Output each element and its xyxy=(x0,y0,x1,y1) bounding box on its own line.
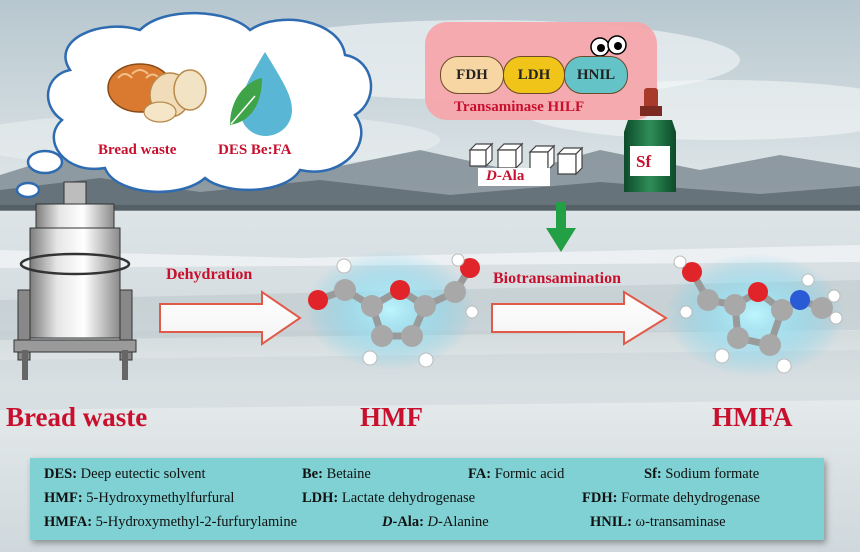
bread-waste-bubble-label: Bread waste xyxy=(98,142,177,158)
hmf-molecule xyxy=(305,250,480,370)
legend-sf: Sf: Sodium formate xyxy=(644,466,760,482)
reactor-icon xyxy=(13,181,137,380)
thought-bubble xyxy=(15,11,373,199)
hmfa-molecule xyxy=(665,253,845,377)
hnil-eyes-icon xyxy=(590,35,627,57)
des-droplet-icon xyxy=(230,52,292,136)
bread-icon xyxy=(107,63,207,123)
ldh-enzyme-pill: LDH xyxy=(503,56,565,94)
legend-fa: FA: Formic acid xyxy=(468,466,565,482)
transaminase-caption: Transaminase HILF xyxy=(454,99,585,115)
legend-des: DES: Deep eutectic solvent xyxy=(44,466,206,482)
dala-cubes-icon xyxy=(468,142,584,186)
legend-dala: D-Ala: D-Alanine xyxy=(382,514,489,530)
bread-waste-title: Bread waste xyxy=(6,402,148,432)
abbreviation-legend: DES: Deep eutectic solvent Be: Betaine F… xyxy=(30,458,824,540)
legend-fdh: FDH: Formate dehydrogenase xyxy=(582,490,760,506)
des-label: DES Be:FA xyxy=(218,142,292,158)
biotransamination-label: Biotransamination xyxy=(493,270,622,287)
hnil-enzyme-pill: HNIL xyxy=(564,56,628,94)
biotransamination-arrow xyxy=(491,290,668,346)
green-down-arrow-icon xyxy=(546,202,576,252)
legend-be: Be: Betaine xyxy=(302,466,371,482)
legend-hmfa: HMFA: 5-Hydroxymethyl-2-furfurylamine xyxy=(44,514,298,530)
legend-hnil: HNIL: ω-transaminase xyxy=(590,514,726,530)
fdh-enzyme-pill: FDH xyxy=(440,56,504,94)
hmfa-title: HMFA xyxy=(712,402,793,432)
sf-bottle-icon xyxy=(624,88,676,192)
hmf-title: HMF xyxy=(360,402,423,432)
legend-ldh: LDH: Lactate dehydrogenase xyxy=(302,490,476,506)
dehydration-arrow xyxy=(159,290,302,346)
sf-label: Sf xyxy=(636,152,652,171)
dala-label: D-Ala xyxy=(486,168,525,184)
legend-hmf: HMF: 5-Hydroxymethylfurfural xyxy=(44,490,235,506)
dehydration-label: Dehydration xyxy=(166,266,253,283)
